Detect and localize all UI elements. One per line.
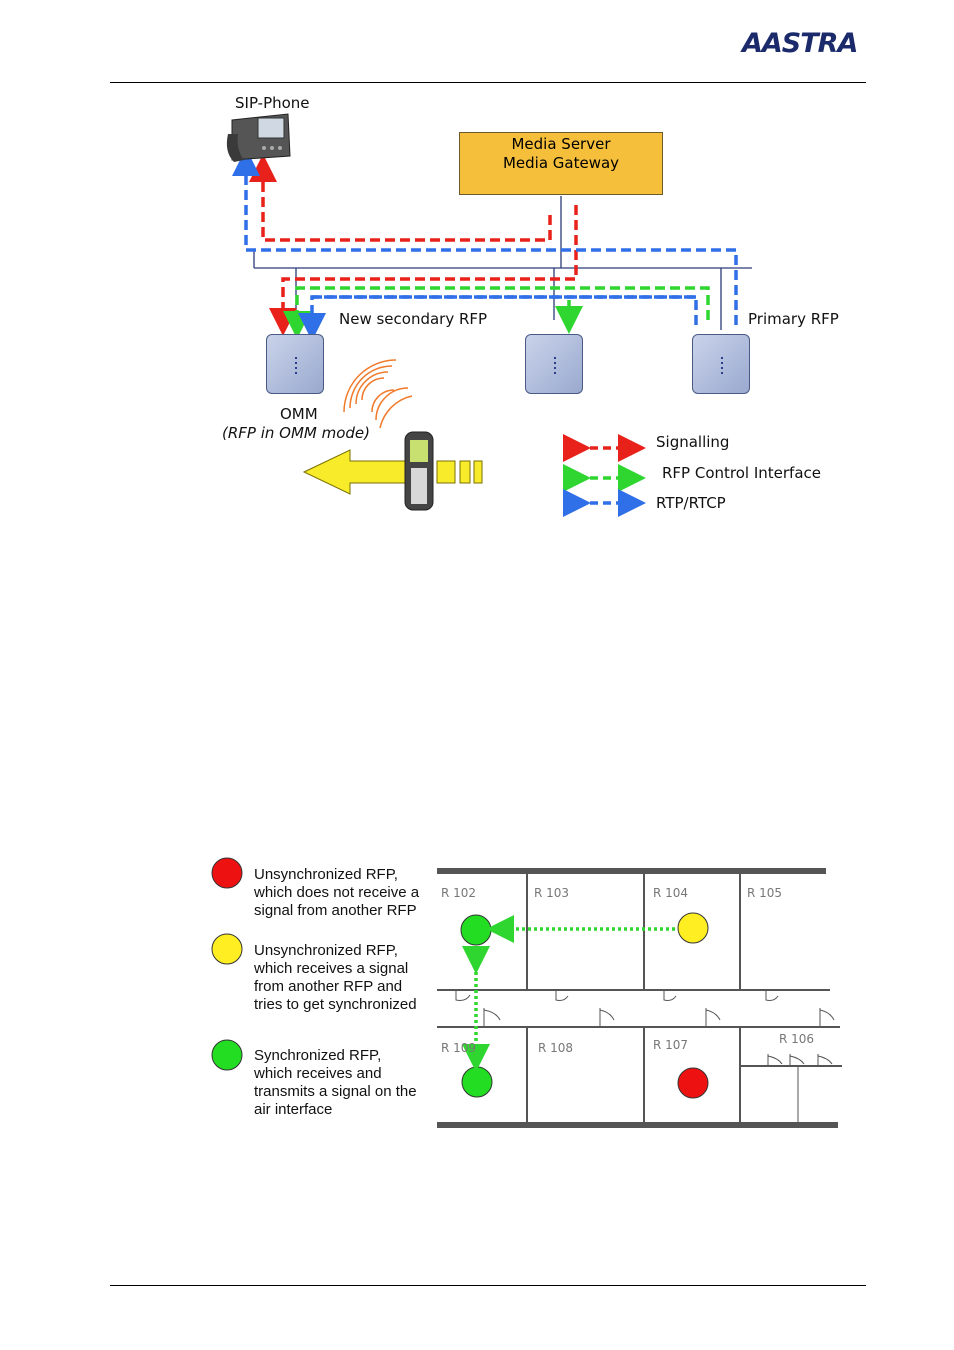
omm-label: OMM xyxy=(280,405,318,423)
sip-phone-label: SIP-Phone xyxy=(235,94,310,112)
legend-rfp-control: RFP Control Interface xyxy=(662,464,822,482)
rfp-r107-unsynchronized xyxy=(677,1067,709,1099)
primary-rfp-label: Primary RFP xyxy=(748,310,839,328)
omm-rfp-device xyxy=(266,334,324,394)
legend-line: which does not receive a xyxy=(254,884,420,901)
radio-waves-icon xyxy=(343,359,413,429)
room-label: R 105 xyxy=(747,886,783,900)
header-rule xyxy=(110,82,866,83)
legend-line: tries to get synchronized xyxy=(254,996,417,1013)
omm-mode-label: (RFP in OMM mode) xyxy=(222,424,371,442)
rfp-r102-synchronized xyxy=(460,914,492,946)
legend-line: Synchronized RFP, xyxy=(254,1047,382,1064)
legend-unsync-no-signal: Unsynchronized RFP, which does not recei… xyxy=(254,866,419,920)
primary-rfp-device xyxy=(692,334,750,394)
legend-red-circle xyxy=(211,857,243,889)
legend-synchronized: Synchronized RFP, which receives and tra… xyxy=(254,1047,417,1119)
legend-line: signal from another RFP xyxy=(254,902,417,919)
room-label: R 109 xyxy=(441,1041,477,1055)
room-label: R 103 xyxy=(534,886,570,900)
room-label: R 106 xyxy=(779,1032,815,1046)
room-label: R 104 xyxy=(653,886,689,900)
signalling-path xyxy=(249,154,578,336)
rfp-control-path xyxy=(283,286,710,339)
legend-signalling: Signalling xyxy=(656,433,730,451)
new-secondary-rfp-label: New secondary RFP xyxy=(339,310,488,328)
legend-line: transmits a signal on the xyxy=(254,1083,417,1100)
legend-arrows xyxy=(563,434,646,517)
aastra-logo: AASTRA xyxy=(742,28,858,59)
media-server-label: Media Server xyxy=(511,135,611,153)
rfp-r109-synchronized xyxy=(461,1066,493,1098)
legend-unsync-receiving: Unsynchronized RFP, which receives a sig… xyxy=(254,942,417,1014)
legend-rtp: RTP/RTCP xyxy=(656,494,726,512)
sip-phone-icon xyxy=(226,113,291,162)
legend-line: air interface xyxy=(254,1101,333,1118)
media-gateway-label: Media Gateway xyxy=(502,154,620,172)
secondary-rfp-device xyxy=(525,334,583,394)
legend-line: which receives and xyxy=(254,1065,382,1082)
legend-line: which receives a signal xyxy=(254,960,409,977)
room-label: R 108 xyxy=(538,1041,574,1055)
footer-rule xyxy=(110,1285,866,1286)
media-server-box: Media Server Media Gateway xyxy=(459,132,663,195)
legend-line: Unsynchronized RFP, xyxy=(254,942,398,959)
legend-green-circle xyxy=(211,1039,243,1071)
room-label: R 102 xyxy=(441,886,477,900)
legend-line: Unsynchronized RFP, xyxy=(254,866,398,883)
room-label: R 107 xyxy=(653,1038,689,1052)
rfp-r104-unsynchronized xyxy=(677,912,709,944)
rtp-path xyxy=(232,148,738,341)
legend-line: from another RFP and xyxy=(254,978,403,995)
legend-yellow-circle xyxy=(211,933,243,965)
handset-icon xyxy=(404,431,434,511)
